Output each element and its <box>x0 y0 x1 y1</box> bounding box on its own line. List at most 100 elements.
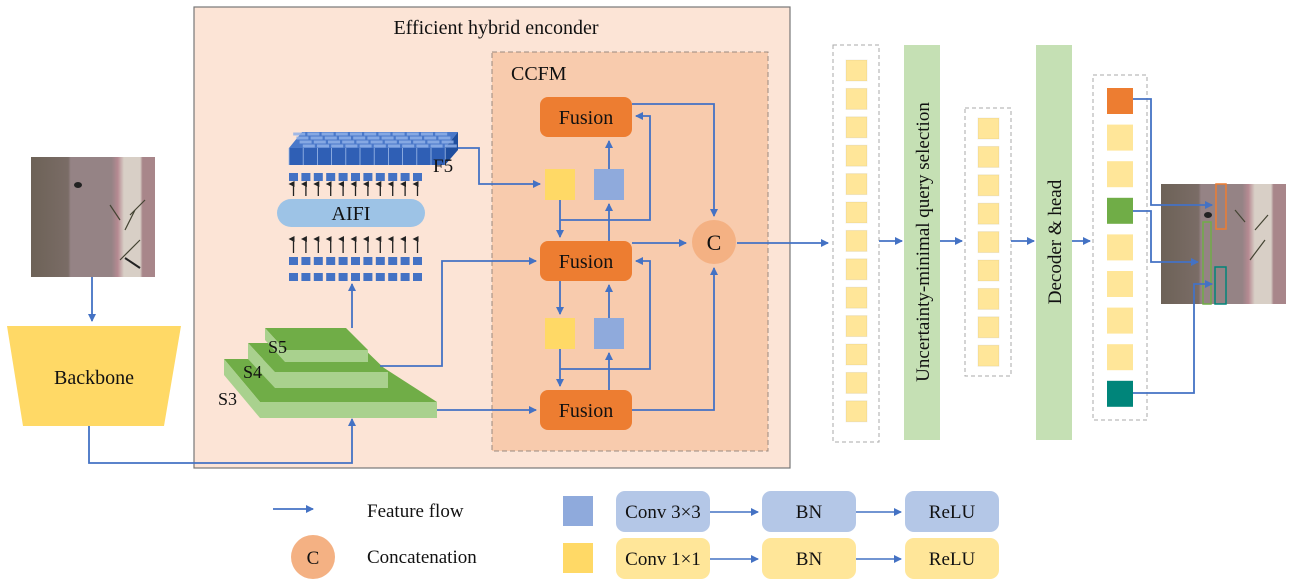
aifi-token <box>413 173 422 181</box>
output-query-to-box-arrows <box>1133 98 1213 394</box>
aifi-token <box>326 173 336 181</box>
aifi-token <box>313 273 323 281</box>
output-query-token <box>1107 124 1133 151</box>
f5-cell <box>435 132 448 136</box>
aifi-token <box>351 273 360 281</box>
query-token <box>977 344 1000 367</box>
fusion-middle-label: Fusion <box>559 251 613 273</box>
f5-cell <box>350 132 362 136</box>
multiscale-feature-pyramid: S5 S4 S3 <box>218 328 437 418</box>
output-query-detection <box>1107 88 1133 114</box>
tree-branches <box>109 199 146 261</box>
aifi-token <box>363 257 373 265</box>
aifi-token <box>326 257 336 265</box>
legend-bn-label-1: BN <box>796 502 823 523</box>
f5-cell <box>328 140 340 144</box>
f5-cell <box>444 144 457 148</box>
f5-to-conv1x1-arrow <box>458 147 541 188</box>
output-detection-image <box>1161 183 1286 305</box>
query-selection-block: Uncertainty-minimal query selection <box>904 45 940 440</box>
scale-label-s5: S5 <box>268 337 287 357</box>
aifi-token <box>400 273 410 281</box>
f5-label: F5 <box>433 156 453 177</box>
f5-cell <box>410 136 422 140</box>
f5-cell <box>331 144 344 148</box>
f5-cell <box>381 136 394 140</box>
query-token <box>845 286 868 309</box>
aifi-token <box>338 273 348 281</box>
query-token <box>977 231 1000 254</box>
aifi-token <box>388 273 398 281</box>
f5-cell <box>353 136 366 140</box>
f5-cell <box>296 136 309 140</box>
output-query-token <box>1107 271 1133 297</box>
legend-concatenation-label: Concatenation <box>367 547 477 568</box>
output-query-token <box>1107 161 1133 188</box>
f5-cell <box>416 144 429 148</box>
aifi-token <box>338 173 348 181</box>
f5-cell <box>302 144 315 148</box>
f5-cell <box>441 140 454 144</box>
concat-node-label: C <box>707 230 722 255</box>
detection-box-green <box>1202 221 1212 305</box>
aifi-token <box>351 173 360 181</box>
aifi-token <box>289 257 298 265</box>
f5-cell <box>367 136 380 140</box>
query-token <box>845 229 868 252</box>
f5-cell <box>399 140 411 144</box>
query-token <box>845 116 868 139</box>
f5-cell <box>359 144 372 148</box>
legend-conv1x1-pipeline: Conv 1×1 BN ReLU <box>616 538 999 579</box>
query-token <box>977 145 1000 168</box>
aifi-token <box>338 257 348 265</box>
backbone-block: Backbone <box>7 326 181 426</box>
s4-to-fusion-arrow <box>380 257 537 367</box>
legend-conv3x3-label: Conv 3×3 <box>625 502 701 523</box>
aifi-token <box>351 257 360 265</box>
f5-cell <box>406 132 419 136</box>
detection-box-orange <box>1215 183 1227 230</box>
legend-relu-label-2: ReLU <box>929 549 976 570</box>
ccfm-connections <box>556 103 829 411</box>
f5-cell <box>388 144 400 148</box>
query-token <box>845 400 868 423</box>
aifi-token <box>375 273 385 281</box>
f5-cell <box>384 140 397 144</box>
query-token <box>845 315 868 338</box>
aifi-token <box>400 257 410 265</box>
legend-conv1x1-swatch <box>563 543 593 573</box>
aifi-token <box>326 273 336 281</box>
output-query-token <box>1107 344 1133 371</box>
output-query-token <box>1107 307 1133 334</box>
f5-cell <box>430 144 443 148</box>
f5-cell <box>427 140 440 144</box>
detection-box-teal <box>1214 266 1227 305</box>
legend-bn-label-2: BN <box>796 549 823 570</box>
f5-cell <box>373 144 386 148</box>
f5-cell <box>392 132 405 136</box>
f5-cell <box>424 136 437 140</box>
query-token <box>845 371 868 394</box>
fusion-top-label: Fusion <box>559 107 613 129</box>
f5-cell <box>324 136 337 140</box>
fusion-top: Fusion <box>540 97 632 137</box>
aifi-token <box>363 273 373 281</box>
legend-concat-symbol: C <box>307 548 320 569</box>
conv3x3-block-upper <box>594 169 624 200</box>
query-token <box>977 202 1000 225</box>
output-query-detection <box>1107 380 1133 407</box>
f5-cell <box>299 140 312 144</box>
query-token <box>845 59 868 82</box>
f5-cell <box>370 140 383 144</box>
f5-cell <box>321 132 334 136</box>
f5-cell <box>364 132 377 136</box>
conv1x1-block-lower <box>545 318 575 349</box>
fusion-bottom: Fusion <box>540 390 632 430</box>
f5-cell <box>335 132 348 136</box>
f5-cell <box>378 132 391 136</box>
aifi-token <box>301 173 311 181</box>
output-query-token <box>1107 234 1133 261</box>
query-token <box>845 343 868 366</box>
scale-label-s3: S3 <box>218 389 237 409</box>
